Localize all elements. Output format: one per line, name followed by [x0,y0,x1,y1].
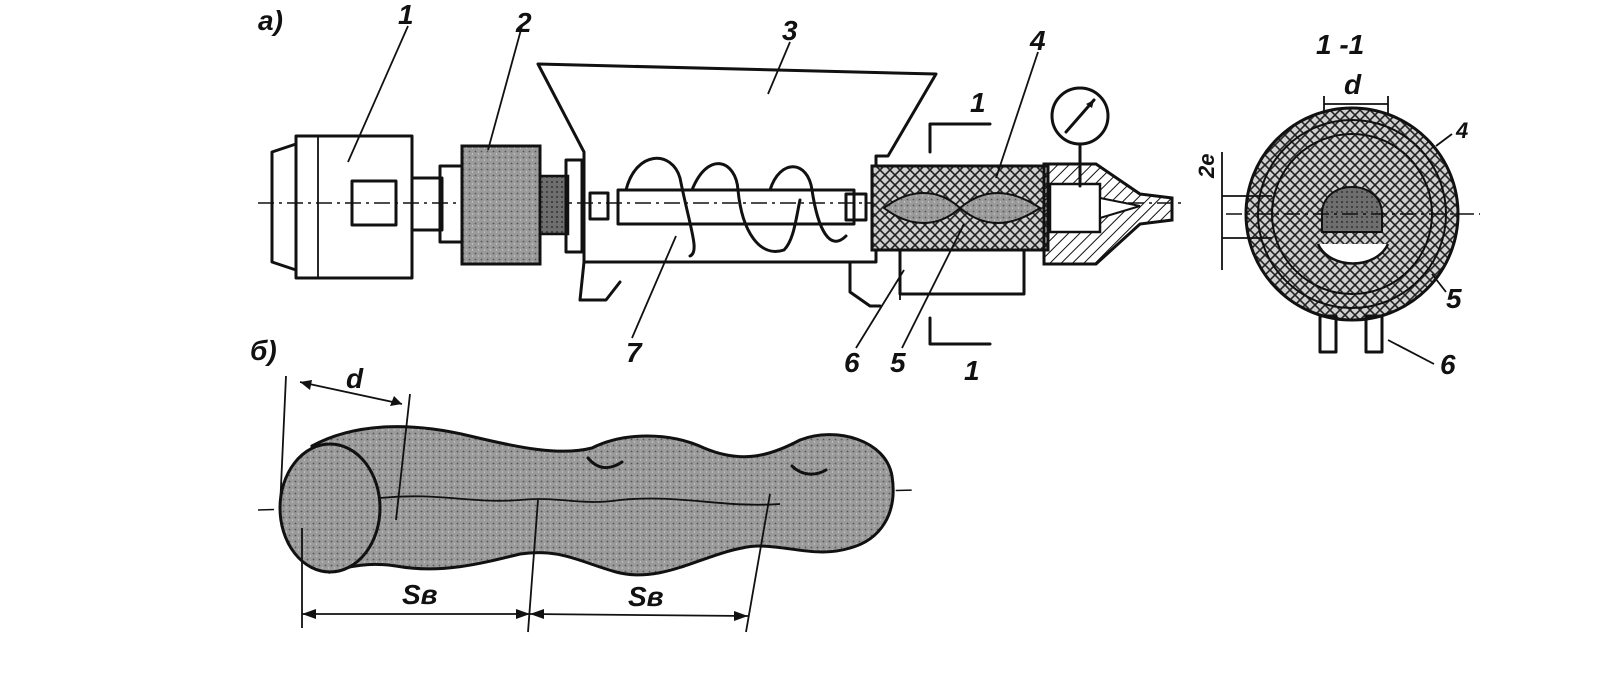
section-dim-2e: 2e [1194,154,1219,179]
callout-1: 1 [398,0,414,30]
screw [588,156,868,258]
extrudate-end-face [278,442,382,574]
part-b-label: б) [250,335,277,366]
part-a: a) [258,0,1182,386]
cross-section: 1 -1 d 2e 4 5 6 [1194,29,1480,380]
section-title: 1 -1 [1316,29,1364,60]
leader-lines [347,25,1039,349]
callout-4: 4 [1029,25,1046,56]
section-marker: 1 1 [928,87,992,386]
part-a-label: a) [258,5,283,36]
section-callout-6: 6 [1440,349,1456,380]
motor [270,134,444,280]
pitch-label-1: Sв [402,579,438,610]
section-mark-top: 1 [970,87,986,118]
nozzle [1042,162,1174,266]
pressure-gauge-icon [1050,86,1110,188]
extrudate-dim-d: d [346,363,364,394]
extrudate-body [310,425,895,577]
section-mark-bottom: 1 [964,355,980,386]
callout-6: 6 [844,347,860,378]
callout-2: 2 [515,7,532,38]
section-callout-4: 4 [1455,118,1468,143]
callout-3: 3 [782,15,798,46]
part-b: б) d Sв Sв [250,335,915,633]
section-callout-5: 5 [1446,283,1462,314]
section-dim-d: d [1344,69,1362,100]
reducer [438,144,584,266]
callout-7: 7 [626,337,643,368]
callout-5: 5 [890,347,906,378]
pitch-label-2: Sв [628,581,664,612]
